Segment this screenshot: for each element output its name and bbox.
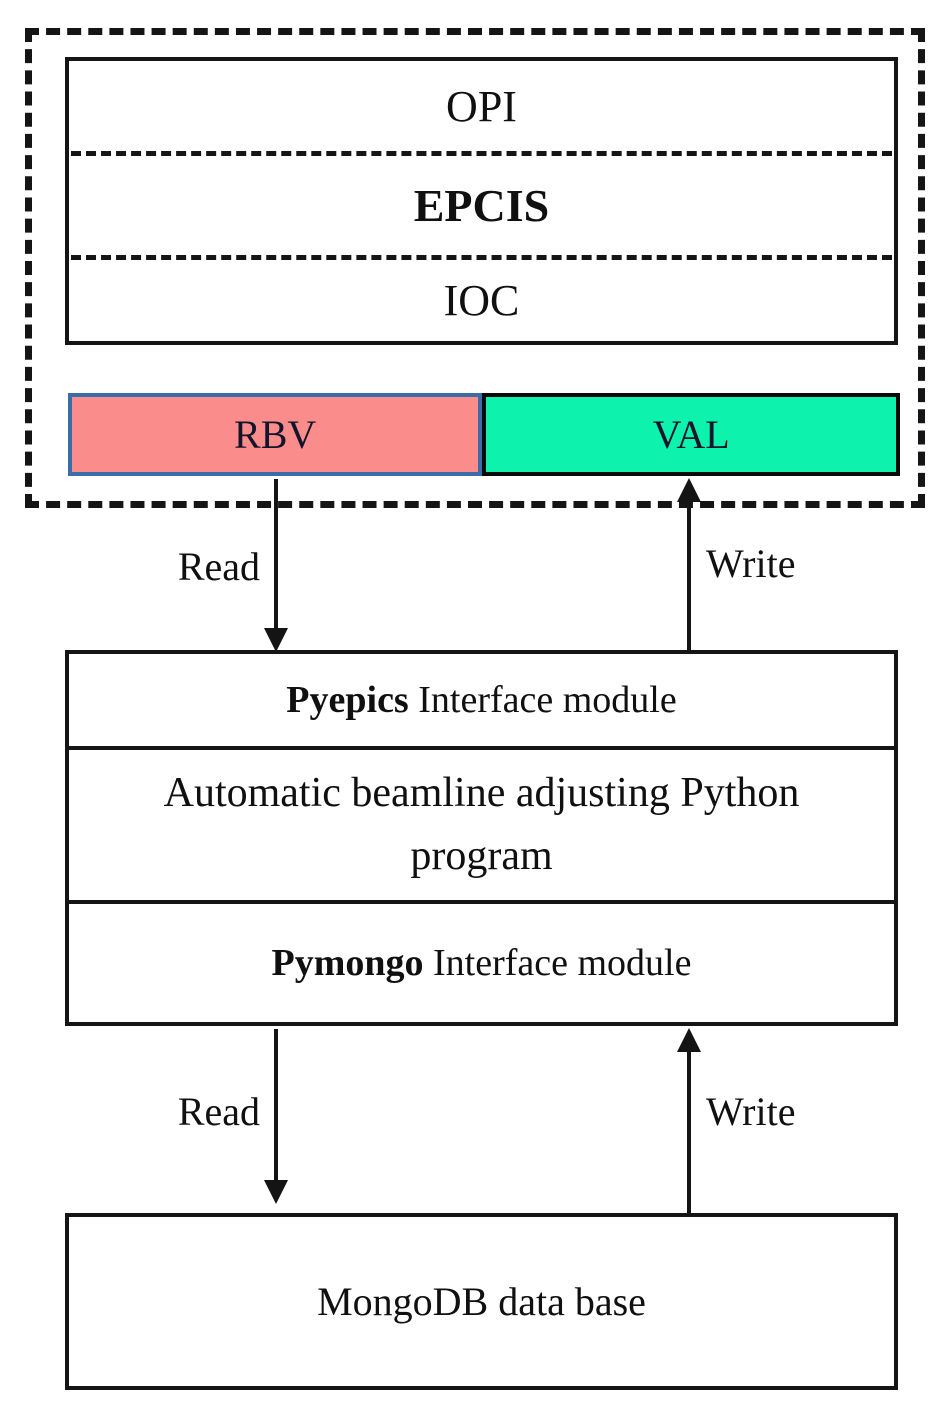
val-label: VAL [652, 412, 730, 457]
pyepics-name: Pyepics [286, 679, 409, 721]
bottom-write-label: Write [706, 1089, 796, 1134]
bottom-write-arrow-line [687, 1050, 691, 1213]
pyepics-rest: Interface module [408, 679, 677, 721]
program-divider-bottom [69, 900, 894, 904]
epics-layer-box: OPI EPCIS IOC [65, 57, 898, 345]
pymongo-name: Pymongo [271, 942, 424, 984]
layer-divider-bottom [71, 255, 892, 261]
rbv-field-box: RBV [68, 393, 483, 476]
epics-dashed-container [25, 28, 925, 508]
rbv-label: RBV [234, 412, 317, 457]
layer-opi-label: OPI [446, 81, 517, 131]
pyepics-interface-label: Pyepics Interface module [286, 678, 676, 722]
auto-adjust-program-row: Automatic beamline adjusting Python prog… [69, 750, 894, 900]
top-read-arrow-line [274, 479, 278, 632]
pv-field-strip: RBV VAL [68, 393, 900, 476]
top-read-label: Read [177, 544, 260, 589]
pymongo-rest: Interface module [423, 942, 692, 984]
layer-ioc-label: IOC [443, 276, 520, 326]
top-read-arrowhead-down-icon [264, 628, 288, 652]
top-write-arrowhead-up-icon [677, 478, 701, 502]
top-write-label: Write [706, 541, 796, 586]
layer-epcis-label: EPCIS [413, 180, 550, 232]
auto-adjust-program-label: Automatic beamline adjusting Python prog… [163, 770, 800, 879]
val-field-box: VAL [482, 393, 900, 476]
mongodb-label: MongoDB data base [317, 1279, 646, 1324]
pyepics-interface-row: Pyepics Interface module [69, 654, 894, 746]
program-divider-top [69, 746, 894, 750]
bottom-read-arrowhead-down-icon [264, 1180, 288, 1204]
top-write-arrow-line [687, 500, 691, 650]
mongodb-box: MongoDB data base [65, 1213, 898, 1390]
pymongo-interface-label: Pymongo Interface module [272, 941, 692, 985]
bottom-write-arrowhead-up-icon [677, 1028, 701, 1052]
layer-divider-top [71, 151, 892, 157]
layer-epcis: EPCIS [69, 156, 894, 255]
python-program-box: Pyepics Interface module Automatic beaml… [65, 650, 898, 1026]
pymongo-interface-row: Pymongo Interface module [69, 904, 894, 1022]
layer-opi: OPI [69, 61, 894, 151]
layer-ioc: IOC [69, 260, 894, 341]
bottom-read-arrow-line [274, 1029, 278, 1182]
bottom-read-label: Read [177, 1089, 260, 1134]
